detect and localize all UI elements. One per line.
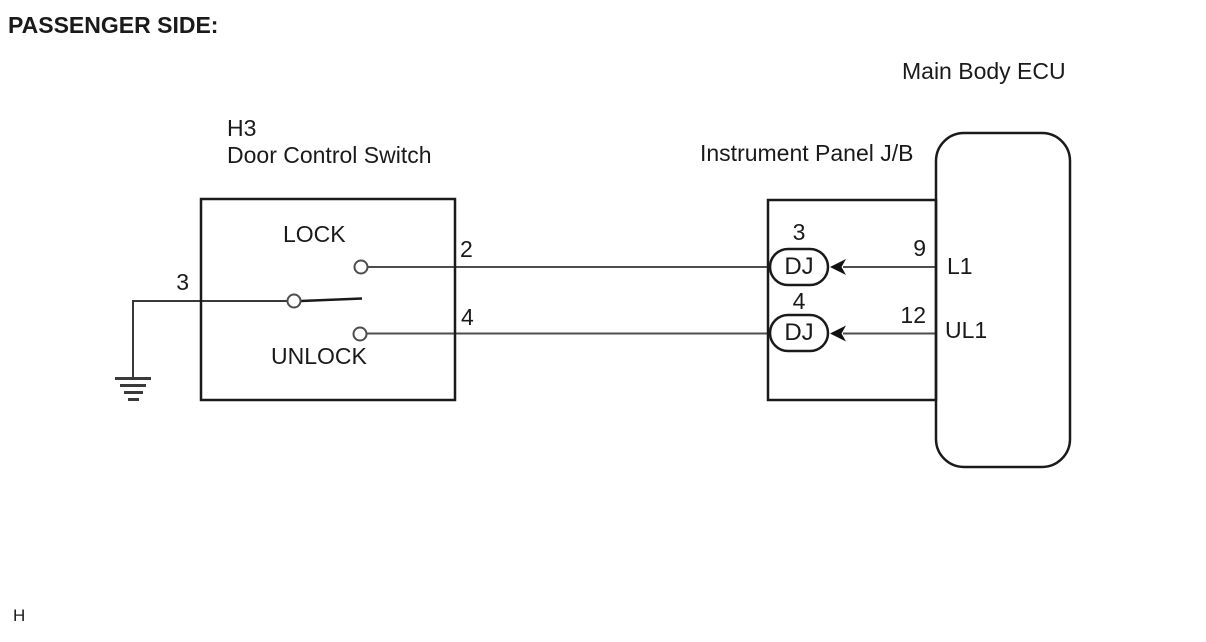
ground-symbol (115, 377, 151, 401)
lock-position-label: LOCK (283, 221, 346, 247)
lock-wire-arrowhead-icon (830, 259, 846, 275)
switch-pin-common: 3 (176, 269, 189, 295)
ecu-title: Main Body ECU (902, 58, 1066, 84)
switch-arm (300, 297, 363, 303)
common-ground-wire (132, 300, 287, 377)
switch-connector-code: H3 (227, 115, 257, 141)
switch-name: Door Control Switch (227, 142, 432, 168)
ecu-pin-lock-number: 9 (913, 235, 926, 261)
page-footer-mark: H (13, 606, 26, 625)
junction-box-name: Instrument Panel J/B (700, 140, 914, 166)
dj-connector-unlock-code: DJ (784, 319, 814, 346)
dj-connector-unlock-oval (768, 313, 830, 353)
switch-pin-unlock: 4 (461, 304, 474, 330)
unlock-wire-arrowhead-icon (830, 325, 846, 342)
unlock-contact-terminal (352, 326, 368, 342)
door-control-switch-box (199, 197, 457, 402)
ecu-pin-unlock-label: UL1 (945, 317, 988, 343)
dj-connector-lock-code: DJ (784, 253, 814, 280)
unlock-position-label: UNLOCK (271, 343, 367, 369)
ecu-pin-lock-label: L1 (947, 253, 973, 279)
common-contact-terminal (286, 293, 302, 309)
main-body-ecu-box (934, 131, 1072, 469)
page-title: PASSENGER SIDE: (8, 12, 219, 38)
jb-pin-unlock: 4 (792, 288, 806, 314)
ecu-pin-unlock-number: 12 (900, 302, 926, 328)
switch-pin-lock: 2 (460, 236, 473, 262)
dj-connector-lock-oval (768, 247, 830, 287)
jb-pin-lock: 3 (792, 219, 806, 245)
lock-contact-terminal (353, 259, 369, 275)
